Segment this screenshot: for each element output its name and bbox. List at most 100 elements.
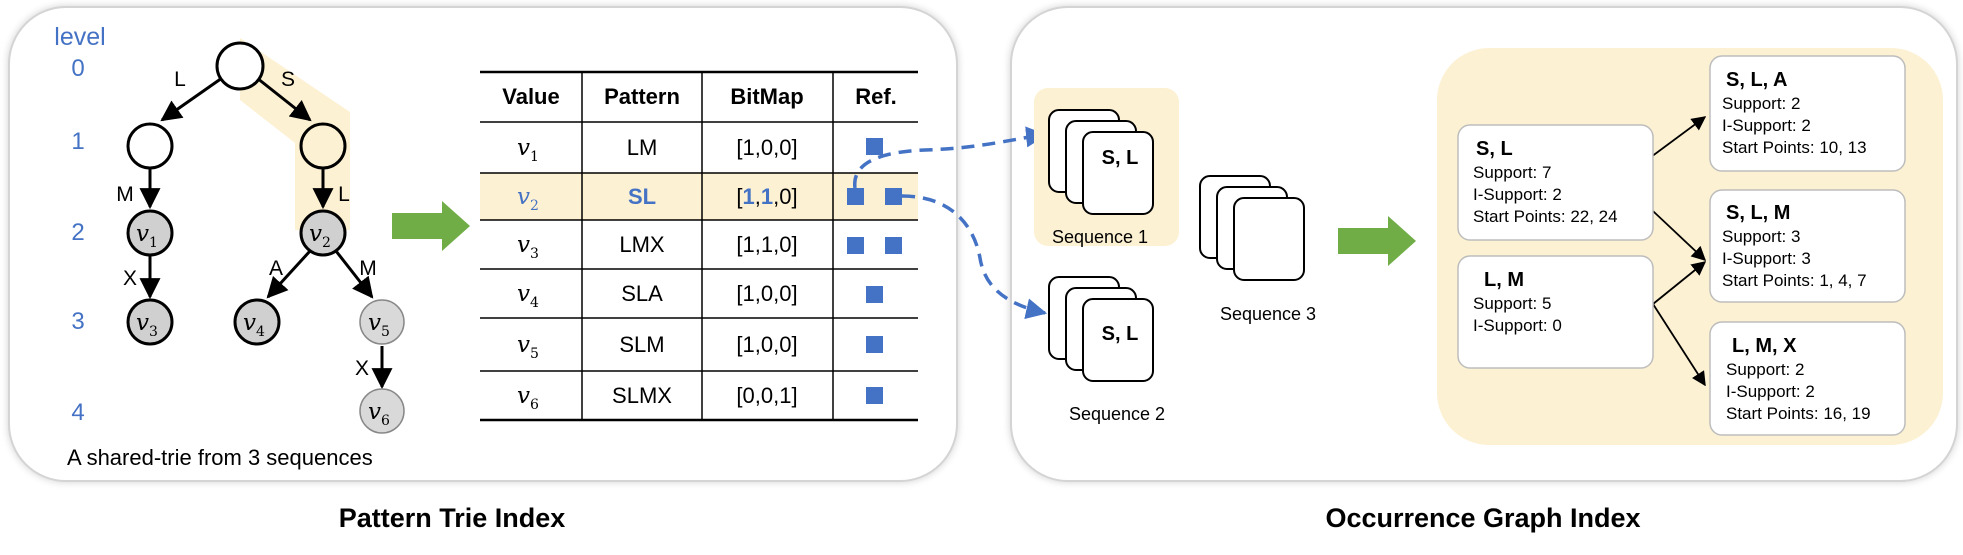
table-header-value: Value	[502, 84, 559, 109]
graph-card-slm-line: I-Support: 3	[1722, 249, 1811, 268]
table-cell-pattern: LM	[627, 135, 658, 160]
table-cell-bitmap: [1,0,0]	[736, 135, 797, 160]
table-cell-pattern: SLA	[621, 281, 663, 306]
table-cell-pattern: LMX	[619, 232, 665, 257]
graph-card-sla-line: Start Points: 10, 13	[1722, 138, 1867, 157]
table-cell-value: v4	[517, 281, 539, 311]
trie-root-node	[215, 41, 265, 91]
edge-label-M-right: M	[359, 257, 377, 280]
graph-card-sla-line: Support: 2	[1722, 94, 1800, 113]
edge-label-M-left: M	[116, 183, 134, 206]
ref-marker	[847, 237, 864, 254]
trie-node-v4	[233, 298, 281, 346]
table-cell-bitmap: [1,0,0]	[736, 281, 797, 306]
sequence-1-label: Sequence 1	[1052, 227, 1148, 247]
graph-card-lmx-title: L, M, X	[1732, 335, 1797, 357]
node-label-v4: v4	[243, 310, 265, 340]
sequence-3-label: Sequence 3	[1220, 304, 1316, 324]
edge-label-L: L	[174, 68, 186, 91]
ref-link-to-sequence-2	[901, 194, 1048, 320]
level-3: 3	[71, 308, 84, 335]
trie-node-right-l1	[299, 122, 347, 170]
edge-label-X-right: X	[355, 357, 369, 380]
ref-marker	[866, 387, 883, 404]
table-cell-bitmap: [0,0,1]	[736, 383, 797, 408]
table-cell-value: v1	[517, 135, 539, 165]
trie-node-v3	[126, 298, 174, 346]
graph-card-lm-line: I-Support: 0	[1473, 316, 1562, 335]
sequence-2-label: Sequence 2	[1069, 404, 1165, 424]
level-0: 0	[71, 55, 84, 82]
ref-marker	[866, 286, 883, 303]
table-cell-value: v6	[517, 383, 539, 413]
node-label-v3: v3	[136, 310, 158, 340]
graph-card-sl-line: I-Support: 2	[1473, 185, 1562, 204]
trie-node-v5	[359, 299, 405, 345]
trie-node-v6	[359, 388, 405, 434]
edge-label-X-left: X	[123, 267, 137, 290]
ref-marker	[885, 237, 902, 254]
table-cell-pattern: SLMX	[612, 383, 672, 408]
edge-label-L-right: L	[338, 183, 350, 206]
graph-card-sla-title: S, L, A	[1726, 69, 1787, 91]
level-header: level	[54, 23, 105, 51]
table-header-bitmap: BitMap	[730, 84, 803, 109]
occurrence-graph-index-title: Occurrence Graph Index	[1325, 503, 1640, 533]
table-cell-value: v3	[517, 232, 539, 262]
green-arrow-right	[1338, 216, 1416, 266]
pattern-trie-index-title: Pattern Trie Index	[339, 503, 566, 533]
table-cell-value: v2	[517, 184, 539, 214]
graph-card-sl-line: Start Points: 22, 24	[1473, 207, 1618, 226]
node-label-v2: v2	[309, 221, 331, 251]
edge-label-S: S	[281, 68, 295, 91]
graph-card-sl	[1457, 124, 1654, 241]
edge-label-A: A	[269, 257, 283, 280]
trie-node-v2	[299, 209, 347, 257]
graph-card-slm-title: S, L, M	[1726, 202, 1790, 224]
ref-marker	[885, 188, 902, 205]
graph-card-lmx-line: Support: 2	[1726, 360, 1804, 379]
trie-node-v1	[126, 209, 174, 257]
ref-marker	[847, 188, 864, 205]
graph-card-sl-title: S, L	[1476, 138, 1513, 160]
node-label-v1: v1	[136, 221, 158, 251]
table-cell-bitmap: [1,0,0]	[736, 332, 797, 357]
ref-marker	[866, 138, 883, 155]
sequence-2-stack	[1048, 276, 1154, 382]
graph-card-sl-line: Support: 7	[1473, 163, 1551, 182]
graph-card-slm	[1709, 189, 1906, 303]
trie-caption: A shared-trie from 3 sequences	[67, 445, 373, 470]
graph-card-lmx-line: Start Points: 16, 19	[1726, 404, 1871, 423]
graph-edge-lm-slm	[1652, 261, 1707, 305]
level-1: 1	[71, 128, 84, 155]
ref-link-to-sequence-1	[853, 126, 1048, 189]
table-grid	[480, 70, 918, 422]
edge-v2-v4	[266, 249, 312, 299]
graph-card-slm-line: Support: 3	[1722, 227, 1800, 246]
table-header-ref: Ref.	[855, 84, 897, 109]
level-2: 2	[71, 219, 84, 246]
trie-node-left-l1	[126, 122, 174, 170]
edge-root-right	[256, 76, 312, 122]
node-label-v5: v5	[368, 310, 390, 340]
graph-card-slm-line: Start Points: 1, 4, 7	[1722, 271, 1867, 290]
table-cell-pattern: SLM	[619, 332, 664, 357]
edge-v2-v5	[334, 250, 374, 299]
sequence-1-card-label: S, L	[1102, 147, 1139, 169]
table-cell-value: v5	[517, 332, 539, 362]
green-arrow-left	[392, 201, 470, 251]
table-cell-pattern: SL	[628, 184, 656, 209]
ref-marker	[866, 336, 883, 353]
sequence-3-stack	[1199, 175, 1305, 281]
table-cell-bitmap: [1,1,0]	[736, 184, 797, 209]
graph-card-sla-line: I-Support: 2	[1722, 116, 1811, 135]
graph-card-lmx	[1709, 321, 1906, 436]
graph-card-lm	[1457, 255, 1654, 369]
graph-edge-lm-lmx	[1652, 303, 1706, 387]
graph-card-lmx-line: I-Support: 2	[1726, 382, 1815, 401]
table-highlight-row-v2	[480, 173, 918, 220]
sequence-1-stack	[1048, 109, 1154, 215]
graph-card-lm-line: Support: 5	[1473, 294, 1551, 313]
table-cell-bitmap: [1,1,0]	[736, 232, 797, 257]
